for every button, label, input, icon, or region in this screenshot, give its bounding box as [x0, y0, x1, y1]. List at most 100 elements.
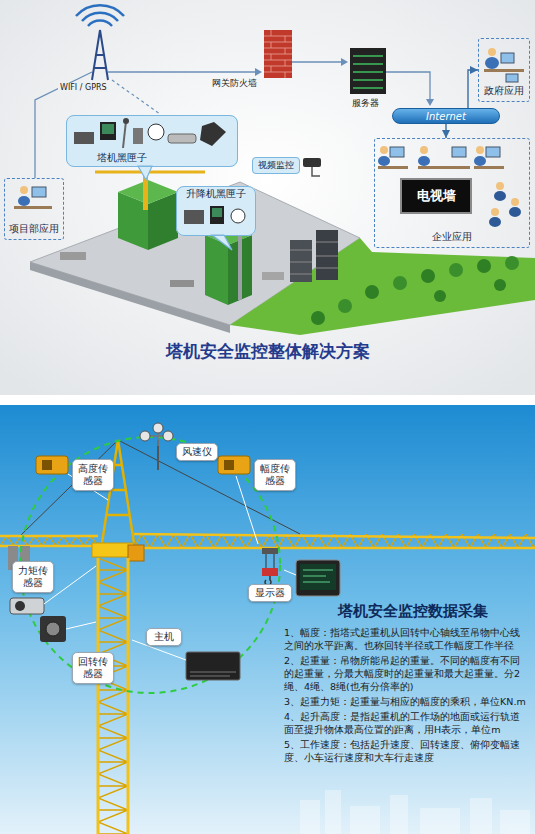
material-pile — [60, 252, 86, 260]
sensor-part — [42, 460, 52, 470]
network-label: WIFI / GPRS — [58, 83, 109, 92]
device — [74, 132, 94, 144]
device-screen — [212, 208, 222, 217]
tree — [494, 279, 506, 291]
scaffold-lines — [290, 242, 338, 274]
node-text: 视频监控 — [258, 160, 294, 171]
diagram-title: 塔机安全监控整体解决方案 — [0, 340, 535, 363]
bubble-tail — [212, 235, 232, 250]
server — [350, 48, 386, 94]
node-text: 政府应用 — [484, 84, 524, 98]
scaffold — [316, 230, 338, 280]
node-text: 企业应用 — [432, 230, 472, 244]
height-sensor — [36, 456, 68, 474]
head — [511, 198, 519, 206]
people-icons — [378, 146, 521, 227]
sensor-tag: 力矩传感器 — [12, 561, 54, 593]
tree — [311, 311, 325, 325]
leader-line — [66, 622, 96, 629]
arrow-head — [255, 68, 262, 76]
rotation-sensor — [40, 616, 66, 642]
building — [470, 798, 492, 834]
anemometer-cup — [140, 431, 150, 441]
monitor — [390, 147, 404, 157]
material-pile — [170, 280, 194, 287]
callout-bubble: 视频监控 — [252, 157, 300, 174]
torque-sensor — [10, 598, 44, 614]
slab-side — [30, 262, 230, 333]
head — [476, 146, 484, 154]
counter-jib-lattice — [0, 536, 98, 546]
node-text: 幅度传感器 — [258, 463, 292, 487]
network-line — [292, 61, 344, 62]
desk — [474, 166, 504, 169]
building — [420, 808, 460, 834]
body — [485, 57, 499, 69]
node-text: 升降机黑匣子 — [186, 188, 246, 200]
head — [20, 186, 28, 194]
building — [500, 810, 530, 834]
network-label: 服务器 — [352, 98, 379, 110]
bubble-tail — [138, 166, 152, 180]
sensor-tag: 回转传感器 — [72, 652, 114, 684]
sensor-ring — [20, 437, 280, 693]
panel-ground — [0, 0, 535, 395]
body — [489, 217, 501, 227]
device — [123, 118, 129, 124]
jib-lattice — [134, 534, 535, 548]
node-text: 回转传感器 — [76, 656, 110, 680]
note-text: 5、工作速度：包括起升速度、回转速度、俯仰变幅速度、小车运行速度和大车行走速度 — [284, 738, 530, 764]
panel-gap — [0, 395, 535, 405]
monitor — [32, 187, 46, 197]
node-text: 风速仪 — [182, 446, 212, 458]
tower-head — [102, 440, 134, 543]
device — [168, 134, 196, 143]
monitor — [501, 53, 514, 63]
sensor-tag: 主机 — [146, 628, 182, 646]
device — [133, 128, 143, 144]
device — [184, 210, 204, 224]
text-block: 1、幅度：指塔式起重机从回转中心轴线至吊物中心线之间的水平距离。也称回转半径或工… — [284, 626, 530, 766]
leader-line — [284, 570, 296, 575]
trees — [311, 256, 519, 325]
tower-crane — [0, 440, 535, 834]
note-text: 2、起重量：吊物所能吊起的重量。不同的幅度有不同的起重量，分最大幅度时的起重量和… — [284, 654, 530, 693]
body — [378, 156, 390, 166]
network-bar: Internet — [392, 108, 500, 124]
arrow-head — [341, 58, 348, 66]
node-text: 显示器 — [255, 587, 285, 599]
server-rack — [350, 48, 386, 94]
desk — [418, 166, 470, 169]
sensor-part — [224, 460, 234, 470]
grass — [230, 238, 535, 335]
tree — [505, 256, 519, 270]
brick-lines — [264, 30, 292, 78]
bubble-fill — [66, 115, 238, 167]
node-text: 主机 — [154, 631, 174, 643]
sensor-tag: 显示器 — [248, 584, 292, 602]
device-screen — [102, 124, 114, 134]
head — [491, 208, 499, 216]
app-box: 政府应用 — [478, 38, 530, 102]
node-text: 塔机黑匣子 — [97, 152, 147, 164]
head — [420, 146, 428, 154]
tree — [434, 290, 446, 302]
signal-arc — [76, 5, 124, 16]
body — [418, 156, 430, 166]
tree — [449, 263, 463, 277]
trolley — [262, 548, 278, 554]
signal-arc — [88, 21, 112, 26]
tree — [421, 269, 435, 283]
cab — [128, 545, 144, 561]
node-text: 项目部应用 — [9, 222, 59, 236]
gauge — [148, 124, 164, 140]
app-box: 项目部应用 — [4, 178, 64, 240]
hoist-rope — [266, 554, 274, 568]
hook-block — [262, 568, 278, 576]
display-screen — [300, 564, 336, 590]
connector — [468, 70, 478, 108]
node-text: 力矩传感器 — [16, 565, 50, 589]
head — [488, 48, 496, 56]
device — [123, 121, 126, 148]
body — [18, 196, 30, 206]
